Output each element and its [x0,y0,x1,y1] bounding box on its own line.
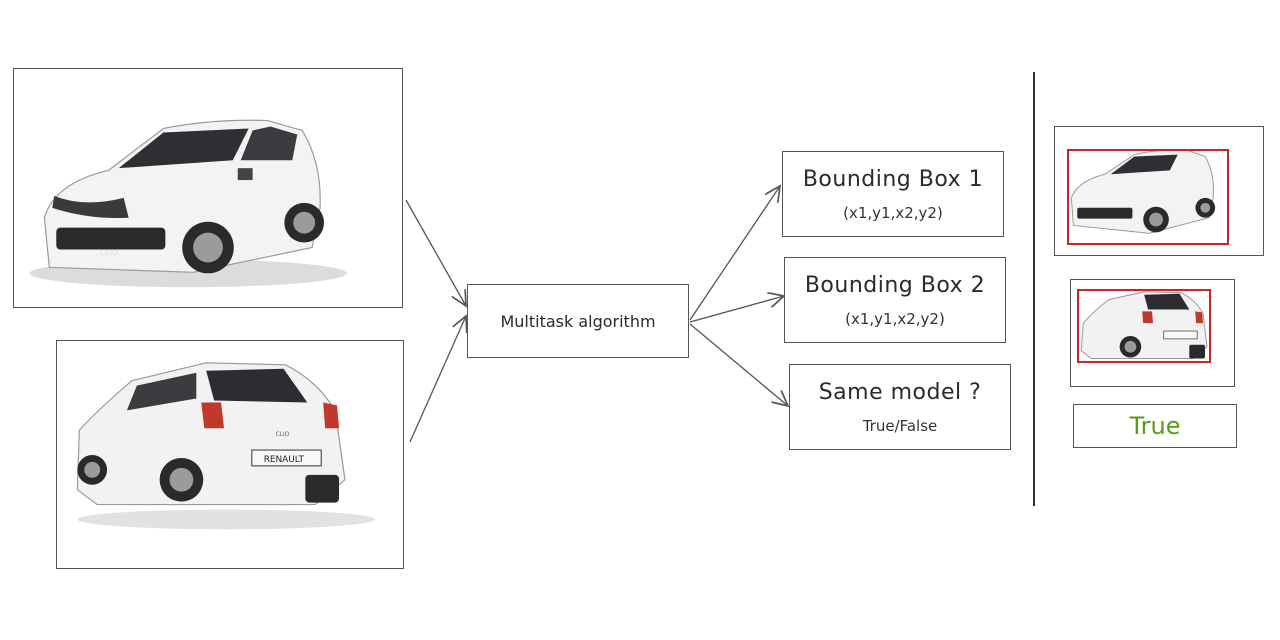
car-rear-image: RENAULT CLIO [57,341,403,568]
input-image-front: CLIO [13,68,403,308]
bbox1-title: Bounding Box 1 [803,167,983,192]
arrow-algorithm-to-bbox1 [690,186,780,320]
result-image-rear [1070,279,1235,387]
algorithm-box: Multitask algorithm [467,284,689,358]
bbox2-overlay [1077,289,1211,363]
car-front-image: CLIO [14,69,402,307]
algorithm-label: Multitask algorithm [500,312,655,331]
result-box: True [1073,404,1237,448]
result-image-front [1054,126,1264,256]
bbox2-title: Bounding Box 2 [805,273,985,298]
bbox1-coords: (x1,y1,x2,y2) [843,204,943,222]
arrow-img2-to-algorithm [410,316,466,442]
bbox2-coords: (x1,y1,x2,y2) [845,310,945,328]
same-model-title: Same model ? [819,380,982,405]
input-image-rear: RENAULT CLIO [56,340,404,569]
arrow-algorithm-to-same-model [690,324,788,406]
front-badge: CLIO [100,248,119,257]
result-label: True [1130,412,1181,440]
bbox1-overlay [1067,149,1229,245]
same-model-answer: True/False [863,417,938,435]
bbox1-output: Bounding Box 1 (x1,y1,x2,y2) [782,151,1004,237]
arrow-img1-to-algorithm [406,200,466,306]
bbox2-output: Bounding Box 2 (x1,y1,x2,y2) [784,257,1006,343]
rear-badge: CLIO [276,431,290,438]
rear-plate: RENAULT [264,455,305,465]
same-model-output: Same model ? True/False [789,364,1011,450]
